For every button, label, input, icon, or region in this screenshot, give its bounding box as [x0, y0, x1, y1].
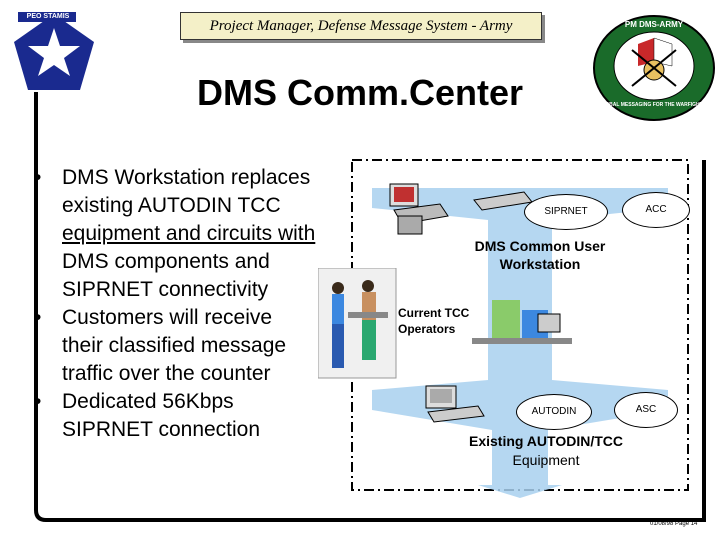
bullet-line: Dedicated 56Kbps	[62, 390, 234, 413]
pm-dms-army-seal: PM DMS-ARMY GLOBAL MESSAGING FOR THE WAR…	[592, 14, 716, 122]
existing-label-line2: Equipment	[512, 452, 580, 468]
counter-illustration	[317, 267, 398, 380]
bullet-item: • Customers will receive their classifie…	[28, 304, 358, 388]
autodin-cloud: AUTODIN	[516, 394, 592, 430]
peo-stamis-logo: PEO STAMIS	[8, 10, 100, 96]
bullet-line: DMS Workstation replaces	[62, 166, 311, 189]
existing-label-line1: Existing AUTODIN/TCC	[468, 433, 623, 449]
acc-cloud: ACC	[622, 192, 690, 228]
operators-label-line1: Current TCC	[398, 306, 470, 320]
workstation-label-line2: Workstation	[499, 256, 581, 272]
network-diagram	[372, 183, 668, 498]
bullet-dot: •	[34, 306, 42, 329]
bullet-dot: •	[34, 390, 42, 413]
header-title: Project Manager, Defense Message System …	[180, 12, 542, 40]
seal-text-top: PM DMS-ARMY	[624, 20, 684, 29]
asc-cloud: ASC	[614, 392, 678, 428]
bullet-line: Customers will receive	[62, 306, 273, 329]
bullet-item: • Dedicated 56Kbps SIPRNET connection	[28, 388, 358, 444]
bullet-item: • DMS Workstation replaces existing AUTO…	[28, 164, 358, 304]
autodin-label: AUTODIN	[531, 406, 577, 417]
bullet-dot: •	[34, 166, 42, 189]
logo-left-text: PEO STAMIS	[26, 13, 70, 20]
workstation-label-line1: DMS Common User	[474, 238, 606, 254]
bullet-line: existing AUTODIN TCC	[62, 194, 281, 217]
bullet-line: traffic over the counter	[62, 362, 271, 385]
bullet-line: their classified message	[62, 334, 287, 357]
bullet-line: DMS components and	[62, 250, 270, 273]
operators-label-line2: Operators	[398, 322, 456, 336]
acc-label: ACC	[645, 204, 667, 215]
asc-label: ASC	[635, 404, 657, 415]
slide-title: DMS Comm.Center	[196, 72, 524, 113]
siprnet-cloud: SIPRNET	[524, 194, 608, 230]
bullet-line: equipment and circuits with	[62, 222, 316, 245]
bullet-line: SIPRNET connection	[62, 418, 261, 441]
siprnet-label: SIPRNET	[544, 206, 588, 217]
bullet-line: SIPRNET connectivity	[62, 278, 269, 301]
bullet-list: • DMS Workstation replaces existing AUTO…	[28, 164, 358, 444]
seal-text-bottom: GLOBAL MESSAGING FOR THE WARFIGHTER	[598, 102, 710, 108]
footer-text: 01/08/98 Page 14	[650, 521, 698, 527]
